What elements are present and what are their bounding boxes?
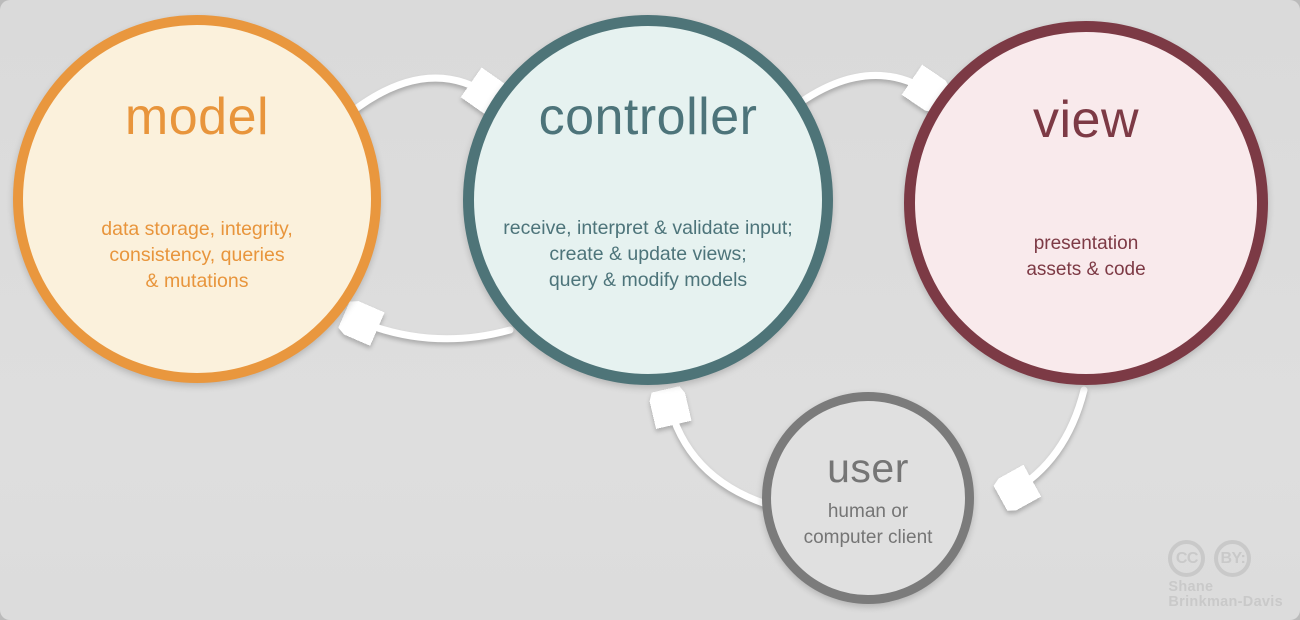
node-controller: controller receive, interpret & validate… bbox=[463, 15, 833, 385]
node-view: view presentation assets & code bbox=[904, 21, 1268, 385]
text-line: query & modify models bbox=[548, 269, 748, 291]
text-line: create & update views; bbox=[549, 243, 747, 265]
cc-by-icon: BY: bbox=[1214, 540, 1252, 577]
node-model: model data storage, integrity, consisten… bbox=[13, 15, 381, 383]
node-user: user human or computer client bbox=[762, 392, 974, 604]
text-line: assets & code bbox=[1026, 259, 1146, 280]
text-line: human or bbox=[827, 501, 909, 522]
node-controller-description: receive, interpret & validate input; cre… bbox=[474, 215, 822, 293]
author-credit: Shane Brinkman-Davis bbox=[1168, 580, 1283, 610]
node-model-description: data storage, integrity, consistency, qu… bbox=[23, 216, 371, 294]
text-line: presentation bbox=[1033, 233, 1139, 254]
text-line: & mutations bbox=[145, 270, 249, 292]
text-line: Brinkman-Davis bbox=[1168, 594, 1283, 610]
node-user-description: human or computer client bbox=[771, 499, 965, 551]
text-line: computer client bbox=[803, 527, 933, 548]
cc-icon: CC bbox=[1168, 540, 1206, 577]
node-user-title: user bbox=[827, 445, 909, 491]
node-view-description: presentation assets & code bbox=[915, 231, 1257, 283]
text-line: consistency, queries bbox=[109, 244, 285, 266]
license-attribution: CC BY: Shane Brinkman-Davis bbox=[1168, 540, 1283, 610]
node-view-title: view bbox=[1032, 91, 1140, 149]
arrow-view-to-user bbox=[1010, 386, 1088, 493]
cc-badges: CC BY: bbox=[1168, 540, 1283, 577]
text-line: data storage, integrity, bbox=[101, 218, 293, 240]
node-model-title: model bbox=[124, 88, 270, 146]
text-line: receive, interpret & validate input; bbox=[503, 217, 793, 239]
node-controller-title: controller bbox=[538, 88, 758, 146]
arrow-user-to-controller bbox=[668, 400, 770, 508]
arrow-controller-to-model bbox=[354, 319, 514, 339]
text-line: Shane bbox=[1168, 579, 1214, 595]
